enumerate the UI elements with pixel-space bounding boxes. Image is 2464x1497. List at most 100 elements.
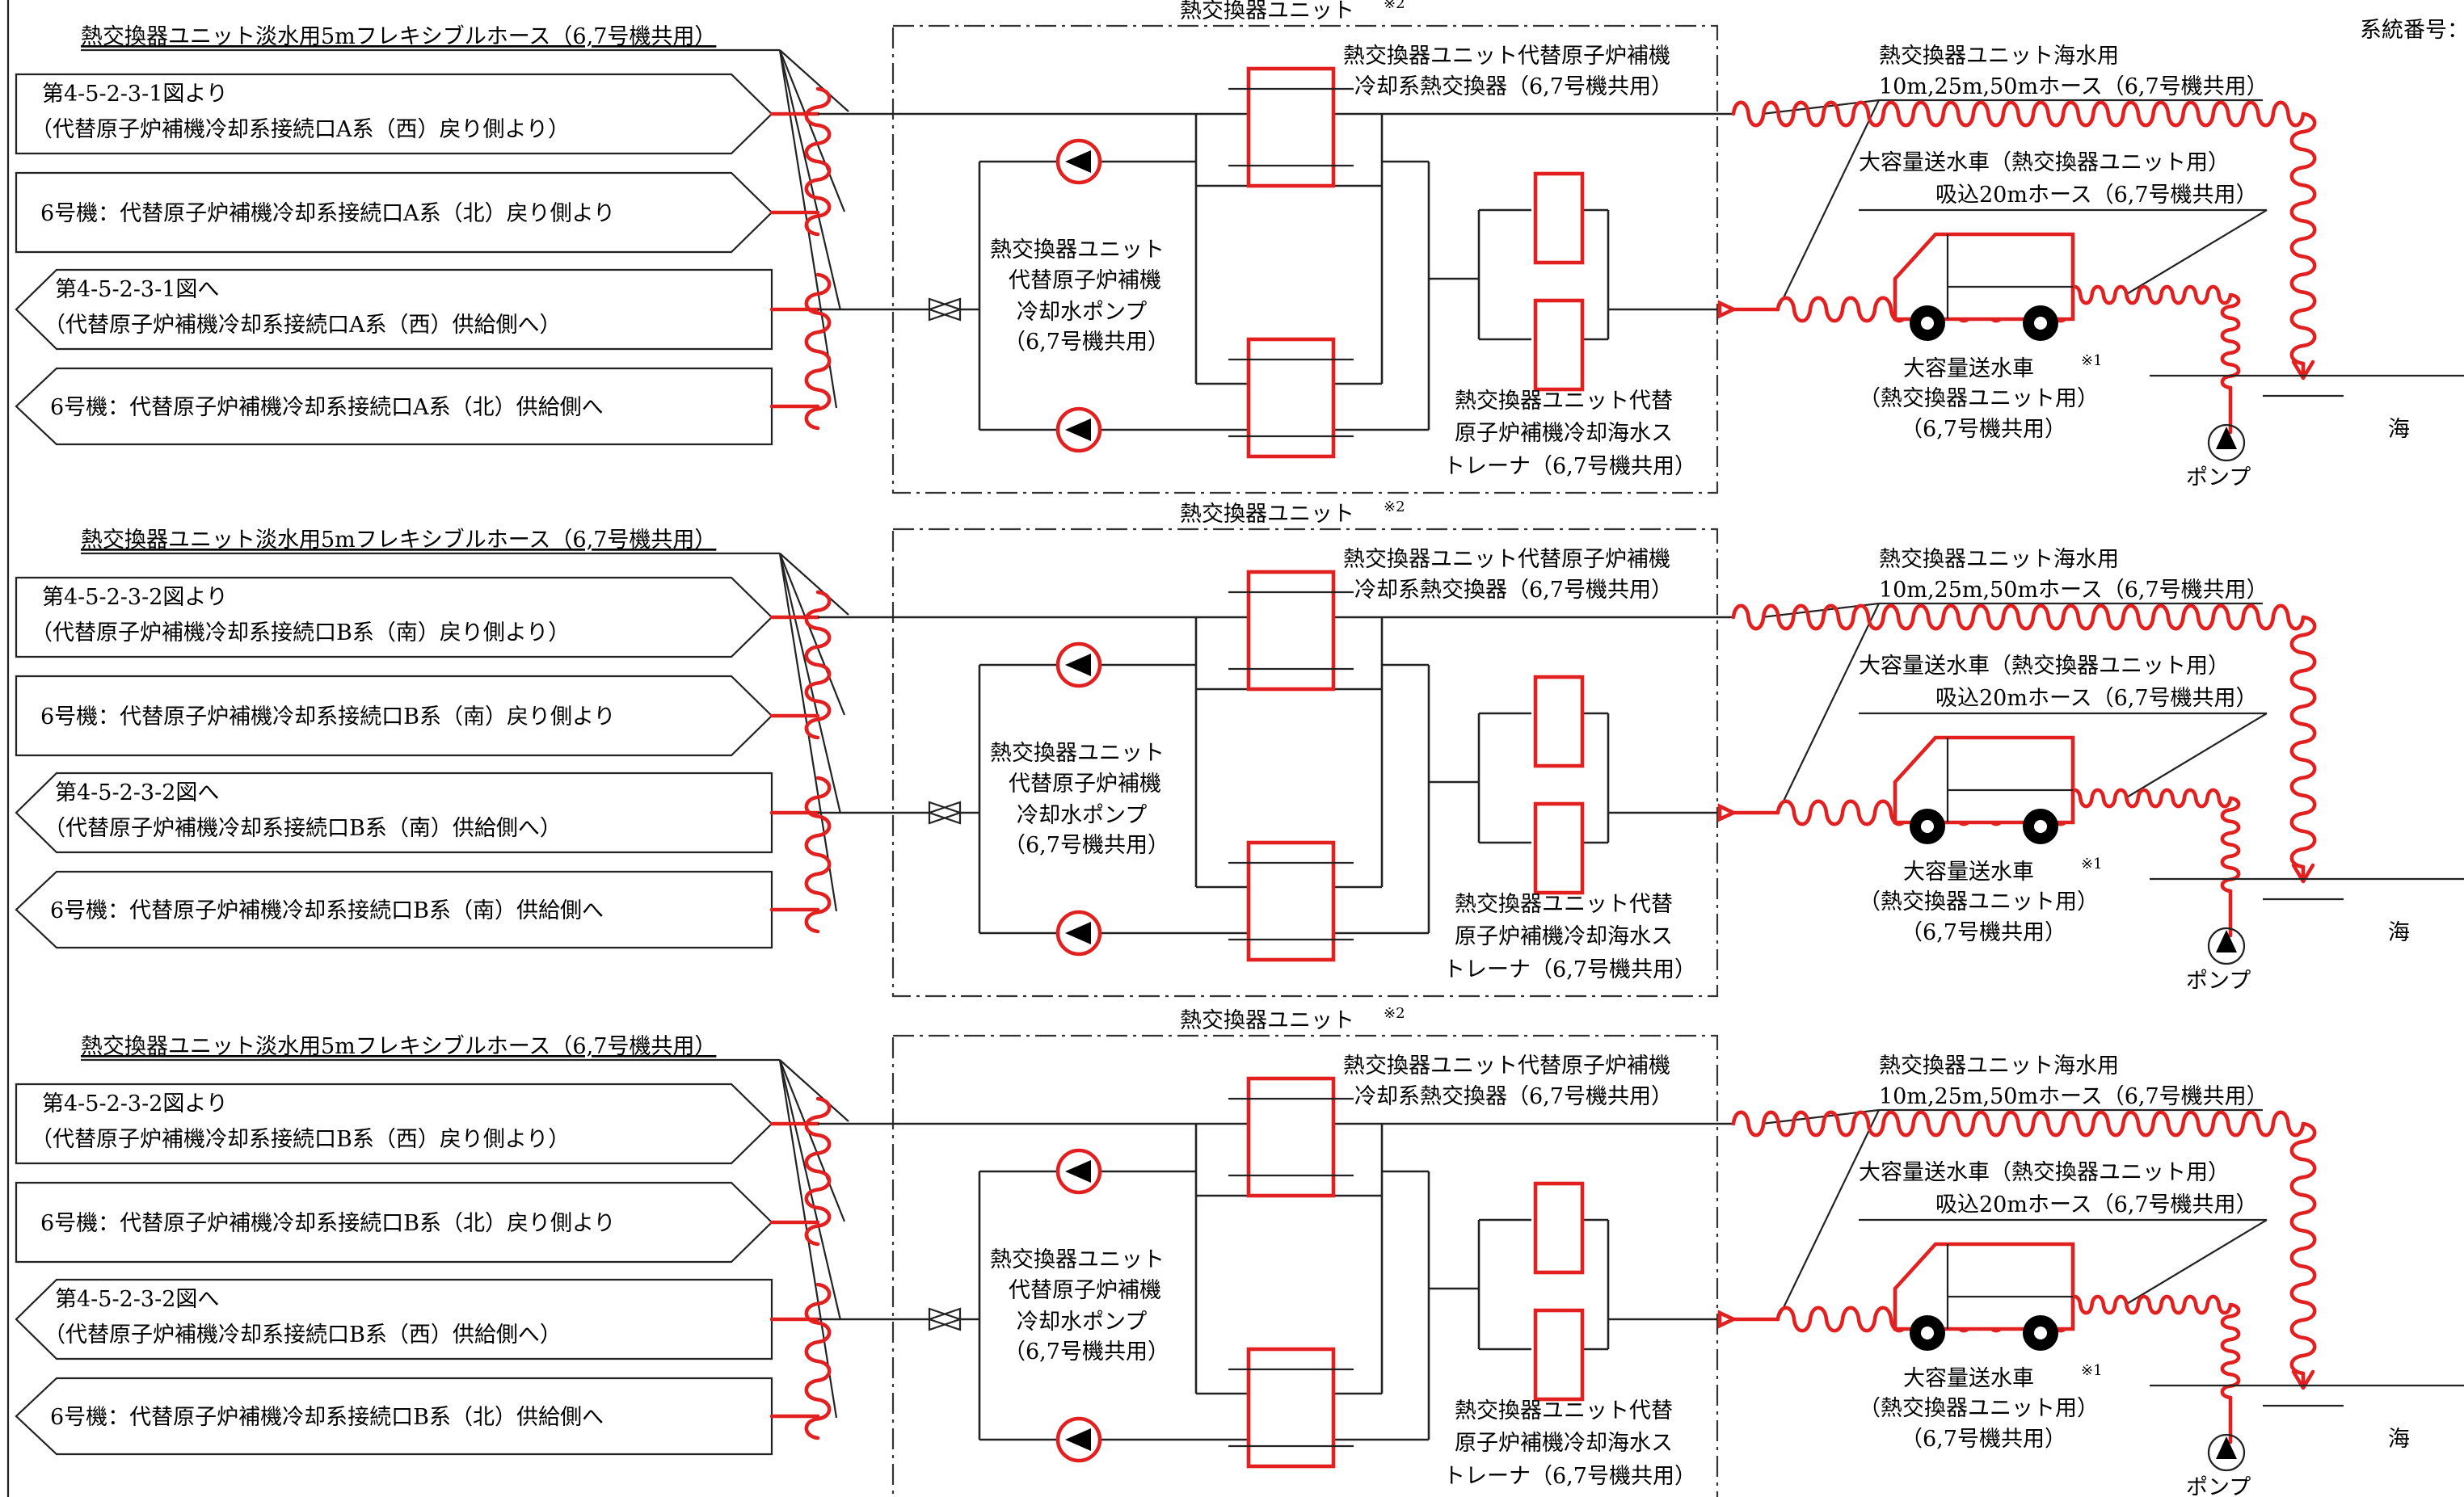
valve-icon	[926, 801, 962, 825]
flexible-hose-supply	[804, 1282, 832, 1440]
heat-exchanger-label: 冷却系熱交換器（6,7号機共用）	[1354, 1084, 1673, 1109]
strainer-label: トレーナ（6,7号機共用）	[1443, 957, 1696, 982]
pump-label: 冷却水ポンプ	[1017, 300, 1147, 325]
connection-arrow-2	[15, 675, 773, 757]
connection-arrow-3	[15, 772, 773, 854]
truck-body	[1893, 1242, 2075, 1331]
sea-label: 海	[2388, 920, 2410, 945]
pump-arrow-icon	[1065, 150, 1091, 173]
strainer-box	[1533, 801, 1585, 895]
leader-line	[779, 49, 849, 112]
leader-line	[778, 553, 846, 716]
strainer-label: 熱交換器ユニット代替	[1455, 389, 1673, 414]
strainer-label: トレーナ（6,7号機共用）	[1443, 1464, 1696, 1489]
strainer-box	[1533, 298, 1585, 392]
leader-line	[779, 553, 849, 616]
leader-line	[779, 1059, 849, 1122]
pump-label: （6,7号機共用）	[1004, 1339, 1169, 1365]
valve-icon	[928, 1307, 963, 1331]
connection-arrow-3	[15, 1278, 773, 1360]
strainer-label: トレーナ（6,7号機共用）	[1443, 454, 1696, 479]
pump-arrow-icon	[1065, 922, 1091, 944]
truck-label: 大容量送水車	[1903, 1366, 2034, 1391]
heat-exchanger-box	[1246, 1076, 1336, 1198]
unit-label: 熱交換器ユニット	[1180, 502, 1354, 527]
heat-exchanger-label: 冷却系熱交換器（6,7号機共用）	[1354, 74, 1673, 99]
suction-hose-label: 吸込20mホース（6,7号機共用）	[1935, 686, 2258, 711]
heat-exchanger-box	[1246, 337, 1336, 459]
leader-line	[778, 1059, 846, 1222]
unit-label: 熱交換器ユニット	[1180, 0, 1354, 23]
water-truck-icon	[1893, 735, 2075, 844]
truck-note: ※1	[2081, 352, 2103, 369]
truck-label: （6,7号機共用）	[1901, 1427, 2066, 1452]
seawater-hose-vertical	[2289, 615, 2317, 869]
sea-label: 海	[2388, 417, 2410, 442]
sea-pump-icon	[2207, 423, 2246, 462]
suction-hose-label: 大容量送水車（熱交換器ユニット用）	[1859, 150, 2230, 175]
flex-hose-label: 熱交換器ユニット淡水用5mフレキシブルホース（6,7号機共用）	[81, 1034, 716, 1059]
truck-hub	[1921, 820, 1934, 833]
flexible-hose-return	[804, 1096, 832, 1247]
connection-label: 6号機：代替原子炉補機冷却系接続口A系（北）供給側へ	[50, 395, 604, 420]
pump-label: （6,7号機共用）	[1004, 330, 1169, 355]
truck-hub	[1921, 317, 1934, 330]
connection-label: 6号機：代替原子炉補機冷却系接続口B系（北）戻り側より	[40, 1211, 615, 1236]
unit-boundary	[891, 1034, 1719, 1497]
truck-label: 大容量送水車	[1903, 860, 2034, 885]
suction-hose-label: 大容量送水車（熱交換器ユニット用）	[1859, 1160, 2230, 1185]
suction-hose-label: 吸込20mホース（6,7号機共用）	[1935, 1192, 2258, 1217]
leader-line	[778, 553, 842, 814]
suction-hose	[2066, 284, 2233, 305]
connection-label: 6号機：代替原子炉補機冷却系接続口B系（北）供給側へ	[50, 1405, 604, 1430]
flex-hose-label: 熱交換器ユニット淡水用5mフレキシブルホース（6,7号機共用）	[81, 528, 716, 553]
leader-line	[2125, 713, 2268, 799]
sea-pump-label: ポンプ	[2186, 1475, 2251, 1497]
seawater-hose-label: 熱交換器ユニット海水用	[1879, 44, 2119, 69]
strainer-box	[1533, 171, 1585, 265]
connection-label: （代替原子炉補機冷却系接続口B系（南）供給側へ）	[44, 816, 562, 841]
sea-pump-arrow-icon	[2216, 1436, 2237, 1459]
leader-line	[778, 1059, 842, 1321]
heat-exchanger-label: 冷却系熱交換器（6,7号機共用）	[1354, 578, 1673, 603]
unit-note: ※2	[1384, 0, 1405, 12]
truck-body	[1893, 232, 2075, 322]
strainer-label: 熱交換器ユニット代替	[1455, 1398, 1673, 1423]
unit-note: ※2	[1384, 498, 1405, 515]
strainer-label: 原子炉補機冷却海水ス	[1455, 924, 1673, 949]
truck-body	[1893, 735, 2075, 825]
seawater-hose-label: 10m,25m,50mホース（6,7号機共用）	[1879, 578, 2268, 603]
sea-pump-label: ポンプ	[2186, 465, 2251, 490]
pump-label: 熱交換器ユニット	[990, 741, 1165, 766]
seawater-hose-label: 熱交換器ユニット海水用	[1879, 547, 2119, 572]
seawater-hose-vertical	[2289, 1121, 2317, 1376]
heat-exchanger-label: 熱交換器ユニット代替原子炉補機	[1343, 1053, 1670, 1079]
pump-label: 代替原子炉補機	[1009, 772, 1161, 797]
connection-label: 6号機：代替原子炉補機冷却系接続口A系（北）戻り側より	[40, 201, 615, 226]
pump-arrow-icon	[1065, 418, 1091, 441]
connection-label: 第4-5-2-3-1図へ	[55, 277, 219, 302]
sea-pump-icon	[2207, 927, 2246, 965]
suction-hose-vertical	[2220, 796, 2241, 894]
truck-note: ※1	[2081, 1362, 2103, 1379]
flexible-hose-supply	[804, 776, 832, 934]
suction-hose	[2066, 1294, 2233, 1315]
seawater-hose-label: 10m,25m,50mホース（6,7号機共用）	[1879, 74, 2268, 99]
unit-label: 熱交換器ユニット	[1180, 1008, 1354, 1033]
pump-arrow-icon	[1065, 1160, 1091, 1183]
connection-arrow-2	[15, 171, 773, 254]
connection-label: 第4-5-2-3-2図へ	[55, 1287, 219, 1312]
sea-pump-icon	[2207, 1433, 2246, 1472]
suction-hose-vertical	[2220, 292, 2241, 390]
connection-label: （代替原子炉補機冷却系接続口B系（西）戻り側より）	[31, 1127, 570, 1152]
water-truck-icon	[1893, 1242, 2075, 1351]
connection-label: 6号機：代替原子炉補機冷却系接続口B系（南）戻り側より	[40, 704, 615, 730]
connection-label: 第4-5-2-3-2図より	[42, 585, 228, 610]
section-3: 熱交換器ユニット淡水用5mフレキシブルホース（6,7号機共用） 熱交換器ユニット ※…	[15, 1005, 2464, 1497]
connection-arrow-4	[15, 367, 773, 446]
flex-hose-label: 熱交換器ユニット淡水用5mフレキシブルホース（6,7号機共用）	[81, 24, 716, 49]
strainer-label: 熱交換器ユニット代替	[1455, 892, 1673, 917]
truck-hub	[1921, 1327, 1934, 1339]
hose-end-arrow-icon	[2291, 1369, 2315, 1390]
